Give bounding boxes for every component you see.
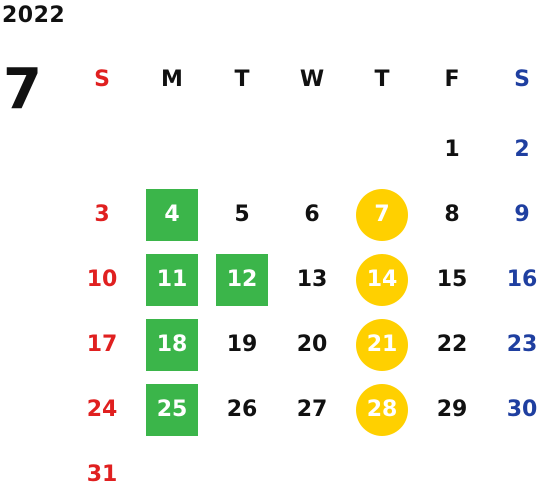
- day-cell[interactable]: 31: [86, 462, 118, 487]
- day-cell-highlight-yellow[interactable]: 14: [356, 254, 408, 306]
- day-cell[interactable]: 27: [296, 397, 328, 422]
- day-cell[interactable]: 13: [296, 267, 328, 292]
- day-cell[interactable]: 10: [86, 267, 118, 292]
- month-label: 7: [3, 57, 42, 122]
- day-cell[interactable]: 29: [436, 397, 468, 422]
- weekday-header-sun: S: [94, 67, 110, 92]
- day-cell[interactable]: 1: [444, 137, 460, 162]
- day-cell-highlight-yellow[interactable]: 28: [356, 384, 408, 436]
- weekday-header-thu: T: [374, 67, 390, 92]
- day-cell[interactable]: 22: [436, 332, 468, 357]
- weekday-header-fri: F: [444, 67, 460, 92]
- day-cell[interactable]: 3: [94, 202, 110, 227]
- day-cell-highlight-yellow[interactable]: 7: [356, 189, 408, 241]
- day-cell[interactable]: 17: [86, 332, 118, 357]
- day-cell-highlight-yellow[interactable]: 21: [356, 319, 408, 371]
- weekday-header-mon: M: [161, 67, 183, 92]
- weekday-header-wed: W: [299, 67, 325, 92]
- day-cell[interactable]: 15: [436, 267, 468, 292]
- day-cell[interactable]: 30: [506, 397, 538, 422]
- weekday-header-tue: T: [234, 67, 250, 92]
- day-cell[interactable]: 20: [296, 332, 328, 357]
- day-cell[interactable]: 26: [226, 397, 258, 422]
- day-cell-highlight-green[interactable]: 25: [146, 384, 198, 436]
- day-cell[interactable]: 19: [226, 332, 258, 357]
- weekday-header-sat: S: [514, 67, 530, 92]
- day-cell[interactable]: 23: [506, 332, 538, 357]
- day-cell-highlight-green[interactable]: 4: [146, 189, 198, 241]
- year-label: 2022: [2, 3, 66, 28]
- day-cell-highlight-green[interactable]: 12: [216, 254, 268, 306]
- day-cell[interactable]: 24: [86, 397, 118, 422]
- day-cell[interactable]: 5: [234, 202, 250, 227]
- day-cell[interactable]: 8: [444, 202, 460, 227]
- day-cell[interactable]: 9: [514, 202, 530, 227]
- day-cell[interactable]: 16: [506, 267, 538, 292]
- day-cell[interactable]: 2: [514, 137, 530, 162]
- day-cell-highlight-green[interactable]: 18: [146, 319, 198, 371]
- day-cell-highlight-green[interactable]: 11: [146, 254, 198, 306]
- day-cell[interactable]: 6: [304, 202, 320, 227]
